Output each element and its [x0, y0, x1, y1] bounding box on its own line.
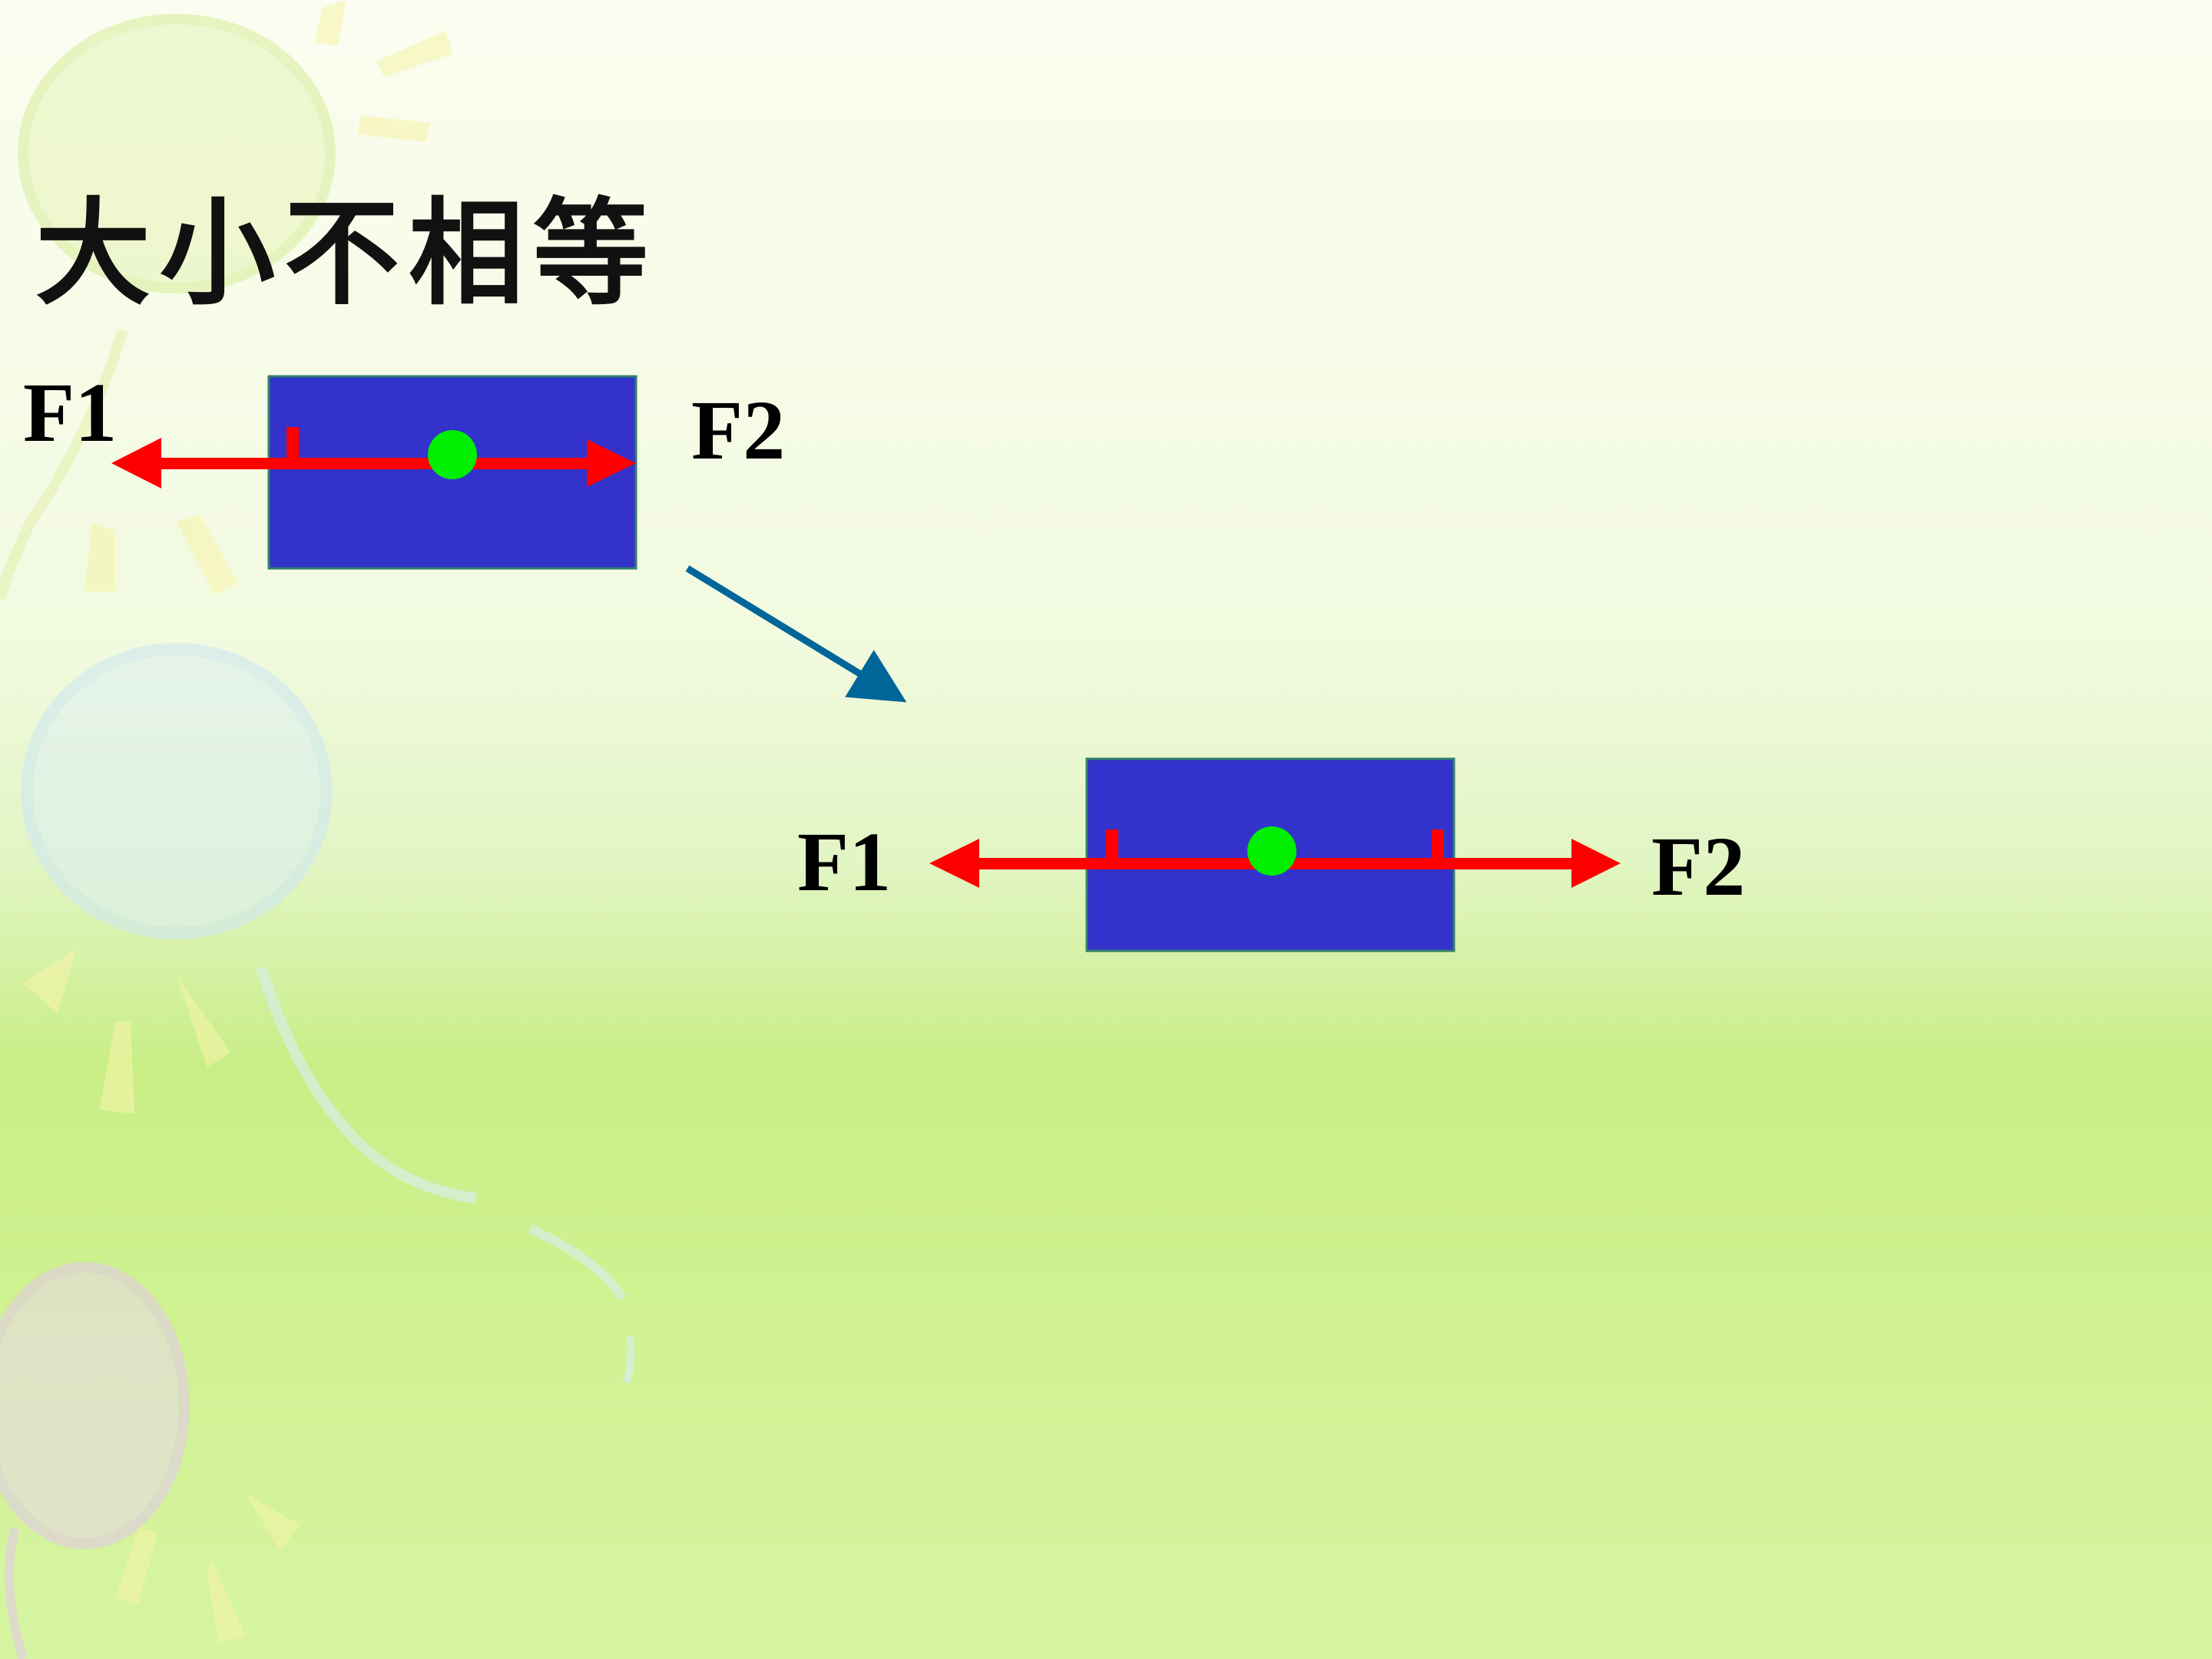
- balloon-pink: [0, 1262, 300, 1659]
- balloon-blue: [21, 643, 635, 1384]
- top-center-dot: [428, 430, 477, 479]
- bottom-f1-label: F1: [797, 815, 892, 909]
- top-scenario: [111, 375, 637, 570]
- bottom-f1-arrowhead: [929, 839, 979, 888]
- top-f1-arrowhead: [111, 438, 161, 488]
- top-tick-left: [286, 427, 299, 465]
- bottom-f2-line: [1271, 858, 1578, 869]
- bottom-scenario: [929, 757, 1621, 952]
- page-title: 大小不相等: [35, 186, 658, 321]
- bottom-tick-left: [1106, 830, 1118, 868]
- top-f2-label: F2: [691, 383, 786, 477]
- top-f2-line: [453, 458, 591, 469]
- bottom-f1-line: [972, 858, 1271, 869]
- bottom-f2-arrowhead: [1571, 839, 1621, 888]
- bottom-tick-right: [1432, 830, 1444, 868]
- balloon-yellow: [0, 0, 453, 601]
- transition-arrow: [685, 565, 907, 703]
- top-f1-line: [154, 458, 453, 469]
- top-f2-arrowhead: [587, 439, 636, 487]
- bottom-center-dot: [1247, 826, 1296, 876]
- top-f1-label: F1: [23, 366, 118, 459]
- bottom-f2-label: F2: [1651, 820, 1746, 913]
